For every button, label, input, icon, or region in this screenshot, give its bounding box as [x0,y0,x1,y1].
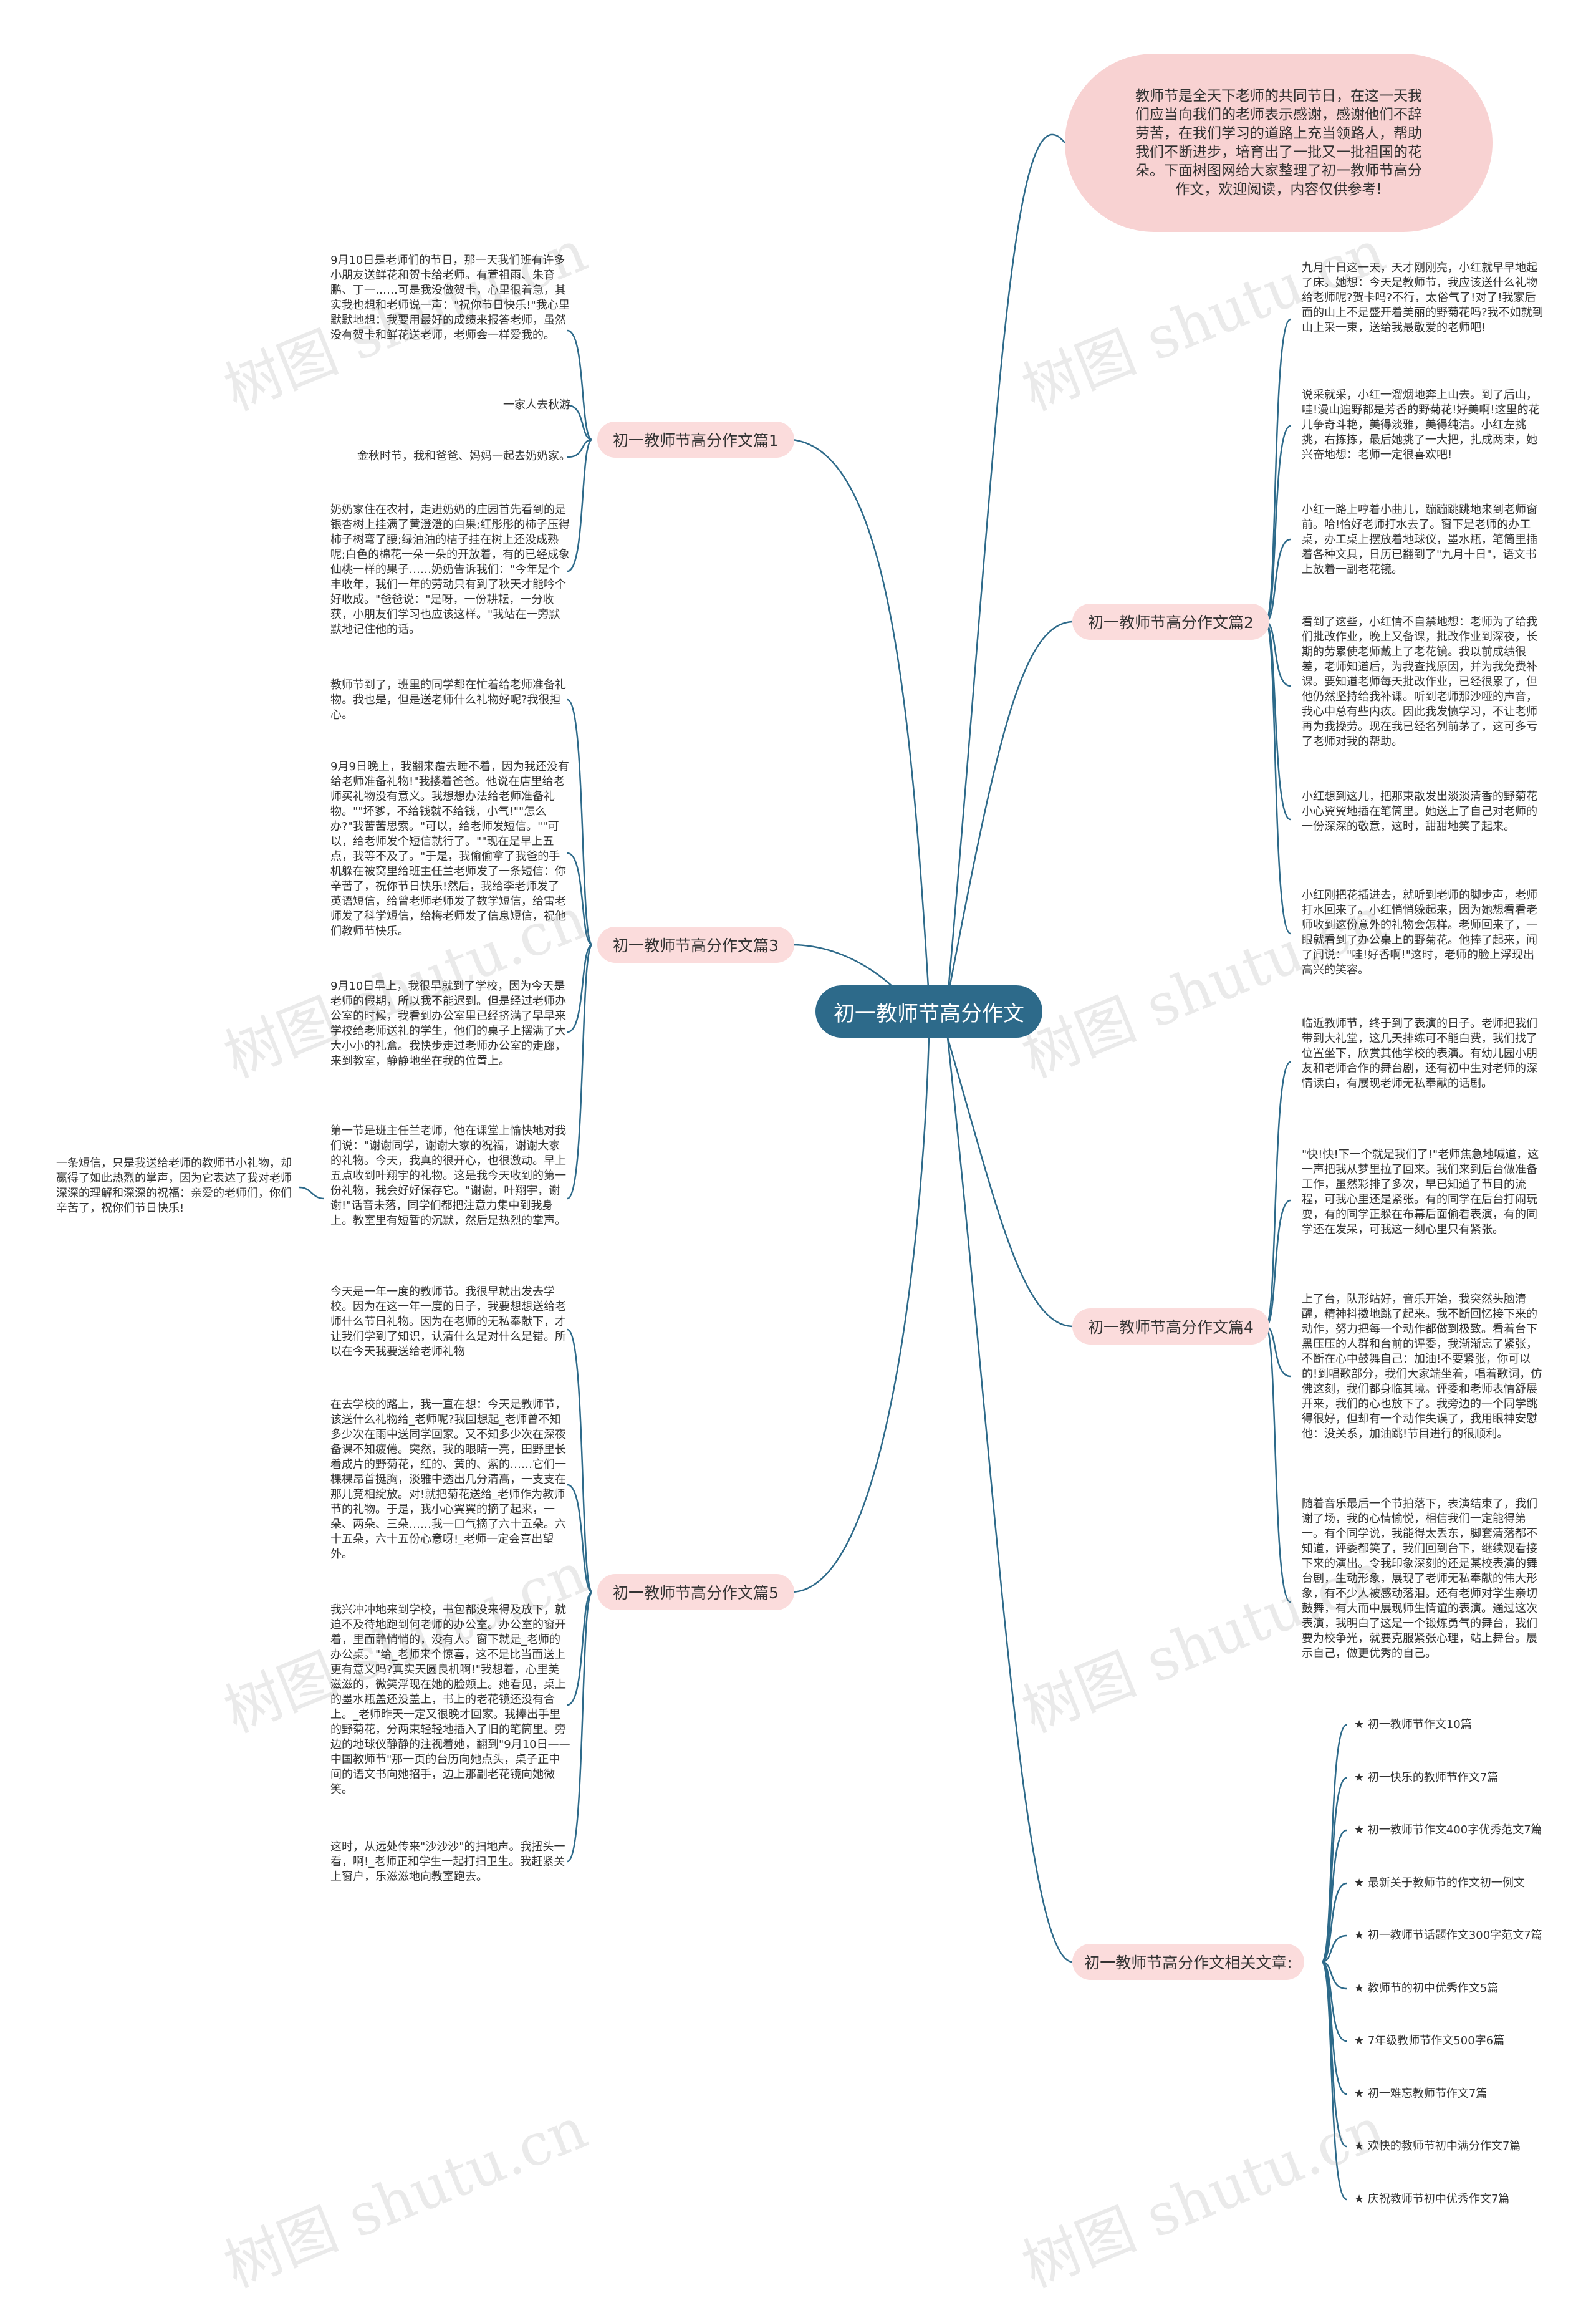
leaf-text: "快!快!下一个就是我们了!"老师焦急地喊道，这一声把我从梦里拉了回来。我们来到… [1302,1148,1539,1236]
leaf-text: 临近教师节，终于到了表演的日子。老师把我们带到大礼堂，这几天排练可不能白费，我们… [1302,1017,1537,1090]
related-article-link[interactable]: ★ 7年级教师节作文500字6篇 [1354,2034,1505,2047]
leaf-text: 随着音乐最后一个节拍落下，表演结束了，我们谢了场，我的心情愉悦，相信我们一定能得… [1302,1497,1537,1660]
related-article-link[interactable]: ★ 初一快乐的教师节作文7篇 [1354,1771,1499,1784]
related-article-link[interactable]: ★ 教师节的初中优秀作文5篇 [1354,1982,1499,1995]
leaf-text: 说采就采，小红一溜烟地奔上山去。到了后山，哇!漫山遍野都是芳香的野菊花!好美啊!… [1302,389,1540,461]
branch-article-4[interactable]: 初一教师节高分作文篇4 [1072,1308,1269,1345]
leaf-text: 9月9日晚上，我翻来覆去睡不着，因为我还没有给老师准备礼物!"我搂着爸爸。他说在… [330,760,569,938]
leaf-text: 教师节到了，班里的同学都在忙着给老师准备礼物。我也是，但是送老师什么礼物好呢?我… [330,678,566,722]
leaf-text: 小红想到这儿，把那束散发出淡淡清香的野菊花小心翼翼地插在笔筒里。她送上了自己对老… [1302,790,1537,833]
leaf-text: 金秋时节，我和爸爸、妈妈一起去奶奶家。 [357,450,570,463]
related-article-link[interactable]: ★ 最新关于教师节的作文初一例文 [1354,1876,1525,1890]
related-article-link[interactable]: ★ 初一教师节话题作文300字范文7篇 [1354,1929,1542,1942]
intro-text: 教师节是全天下老师的共同节日，在这一天我们应当向我们的老师表示感谢，感谢他们不辞… [1135,88,1422,198]
related-article-link[interactable]: ★ 初一教师节作文400字优秀范文7篇 [1354,1823,1542,1837]
branch-article-5[interactable]: 初一教师节高分作文篇5 [597,1574,794,1610]
leaf-text: 奶奶家住在农村，走进奶奶的庄园首先看到的是银杏树上挂满了黄澄澄的白果;红彤彤的柿… [330,503,570,636]
branch-article-3[interactable]: 初一教师节高分作文篇3 [597,927,794,963]
leaf-text: 一条短信，只是我送给老师的教师节小礼物，却赢得了如此热烈的掌声，因为它表达了我对… [56,1157,292,1215]
leaf-text: 我兴冲冲地来到学校，书包都没来得及放下，就迫不及待地跑到何老师的办公室。办公室的… [330,1603,570,1796]
leaf-text: 9月10日是老师们的节日，那一天我们班有许多小朋友送鲜花和贺卡给老师。有萱祖雨、… [330,254,570,342]
branch-article-2[interactable]: 初一教师节高分作文篇2 [1072,604,1269,640]
related-article-link[interactable]: ★ 庆祝教师节初中优秀作文7篇 [1354,2193,1510,2206]
branch-article-1[interactable]: 初一教师节高分作文篇1 [597,422,794,458]
leaf-text: 第一节是班主任兰老师，他在课堂上愉快地对我们说："谢谢同学，谢谢大家的祝福，谢谢… [330,1124,566,1227]
leaf-text: 在去学校的路上，我一直在想：今天是教师节，该送什么礼物给_老师呢?我回想起_老师… [330,1398,566,1561]
branch-related-articles[interactable]: 初一教师节高分作文相关文章: [1072,1944,1304,1980]
leaf-text: 今天是一年一度的教师节。我很早就出发去学校。因为在这一年一度的日子，我要想想送给… [330,1285,566,1358]
leaf-text: 小红刚把花插进去，就听到老师的脚步声，老师打水回来了。小红悄悄躲起来，因为她想看… [1302,889,1537,977]
leaf-text: 小红一路上哼着小曲儿，蹦蹦跳跳地来到老师窗前。哈!恰好老师打水去了。窗下是老师的… [1302,503,1537,576]
related-article-link[interactable]: ★ 欢快的教师节初中满分作文7篇 [1354,2140,1521,2153]
leaf-text: 这时，从远处传来"沙沙沙"的扫地声。我扭头一看，啊!_老师正和学生一起打扫卫生。… [330,1840,565,1883]
leaf-text: 看到了这些，小红情不自禁地想：老师为了给我们批改作业，晚上又备课，批改作业到深夜… [1302,616,1537,748]
central-topic[interactable]: 初一教师节高分作文 [815,985,1042,1038]
related-article-link[interactable]: ★ 初一教师节作文10篇 [1354,1718,1472,1731]
related-article-link[interactable]: ★ 初一难忘教师节作文7篇 [1354,2087,1488,2100]
leaf-text: 一家人去秋游 [503,398,570,412]
leaf-text: 九月十日这一天，天才刚刚亮，小红就早早地起了床。她想：今天是教师节，我应该送什么… [1302,261,1544,334]
leaf-text: 9月10日早上，我很早就到了学校，因为今天是老师的假期，所以我不能迟到。但是经过… [330,980,566,1068]
intro-bubble[interactable]: 教师节是全天下老师的共同节日，在这一天我们应当向我们的老师表示感谢，感谢他们不辞… [1065,54,1493,232]
leaf-text: 上了台，队形站好，音乐开始，我突然头脑清醒，精神抖擞地跳了起来。我不断回忆接下来… [1302,1293,1542,1441]
